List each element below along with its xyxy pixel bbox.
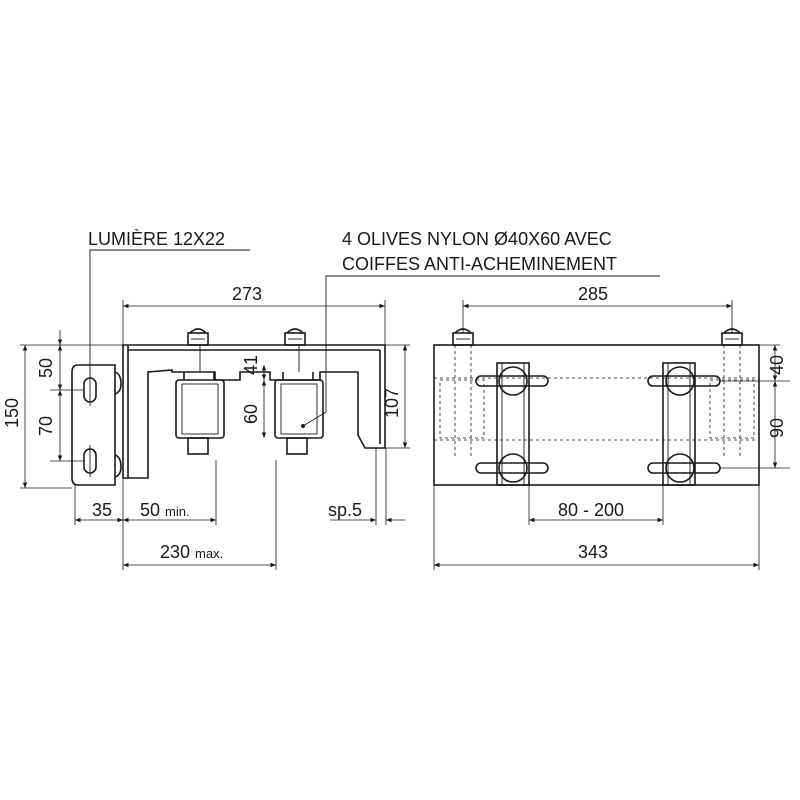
dim-150: 150	[2, 398, 22, 428]
dim-41: 41	[241, 355, 261, 375]
front-view	[433, 300, 790, 570]
dim-343: 343	[578, 542, 608, 562]
slot-label: LUMIÈRE 12X22	[88, 229, 225, 249]
dim-50-top: 50	[36, 358, 56, 378]
front-plate	[433, 344, 760, 486]
rollers-label-line1: 4 OLIVES NYLON Ø40X60 AVEC	[342, 229, 612, 249]
dim-273: 273	[232, 284, 262, 304]
roller-right	[274, 345, 324, 455]
dim-sp5: sp.5	[328, 500, 362, 520]
dim-107: 107	[382, 388, 402, 418]
dim-70: 70	[36, 416, 56, 436]
dim-285: 285	[578, 284, 608, 304]
side-view	[20, 249, 660, 570]
bracket-left	[475, 362, 549, 486]
dim-90: 90	[767, 418, 787, 438]
rollers-label-line2: COIFFES ANTI-ACHEMINEMENT	[342, 254, 617, 274]
mounting-plate	[71, 364, 116, 486]
roller-left	[175, 345, 225, 455]
dim-40: 40	[767, 355, 787, 375]
bolt-right	[284, 328, 306, 346]
dim-35: 35	[92, 500, 112, 520]
bolt-left	[187, 328, 209, 346]
bracket-right	[647, 362, 721, 486]
dim-60: 60	[241, 404, 261, 424]
slot-leader	[89, 249, 250, 378]
roller-leader	[302, 275, 660, 427]
dim-80-200: 80 - 200	[558, 500, 624, 520]
